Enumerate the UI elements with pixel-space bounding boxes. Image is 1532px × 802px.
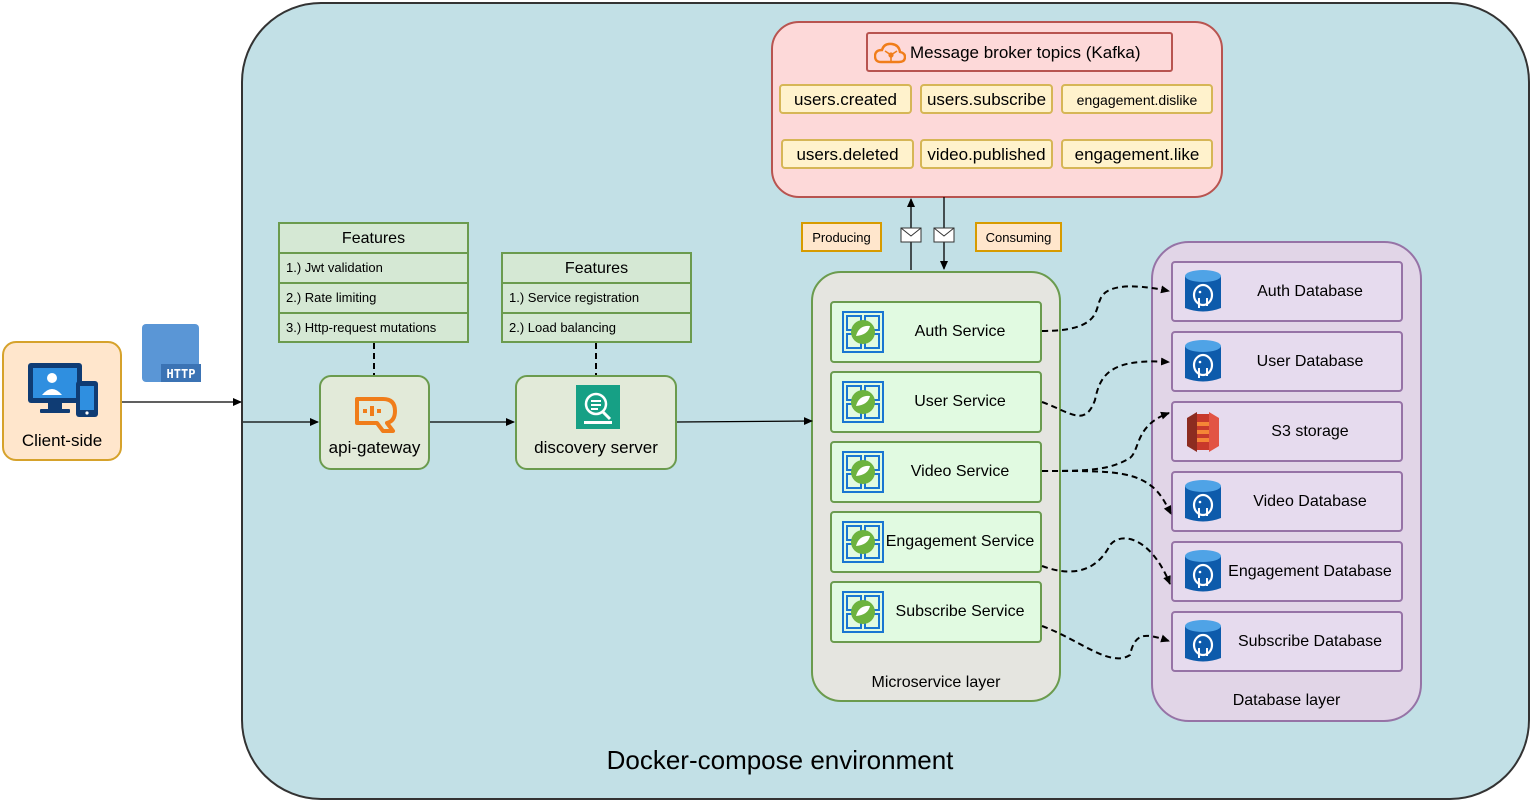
discovery-features-title: Features	[503, 254, 690, 284]
consuming-label: Consuming	[975, 222, 1062, 252]
topic-engagement-dislike: engagement.dislike	[1061, 84, 1213, 114]
api-gateway-node[interactable]: api-gateway	[319, 375, 430, 470]
video-database-node[interactable]: Video Database	[1171, 471, 1403, 532]
postgres-icon	[1185, 550, 1221, 592]
subscribe-service-label: Subscribe Service	[895, 603, 1025, 620]
engagement-database-label: Engagement Database	[1228, 563, 1392, 580]
client-side-label: Client-side	[21, 431, 103, 450]
s3-icon	[1187, 412, 1219, 452]
message-broker-title-box: Message broker topics (Kafka)	[866, 32, 1173, 72]
discovery-feature-item: 2.) Load balancing	[509, 320, 616, 335]
auth-database-label: Auth Database	[1257, 283, 1363, 300]
http-icon: HTTP	[141, 324, 201, 384]
discovery-features-table: Features 1.) Service registration 2.) Lo…	[501, 252, 692, 343]
user-service-label: User Service	[914, 393, 1006, 410]
auth-database-node[interactable]: Auth Database	[1171, 261, 1403, 322]
topic-users-subscribe: users.subscribe	[920, 84, 1053, 114]
http-icon-text: HTTP	[167, 367, 196, 381]
spring-service-icon	[842, 521, 884, 563]
discovery-server-label: discovery server	[534, 438, 658, 457]
spring-service-icon	[842, 381, 884, 423]
spring-service-icon	[842, 451, 884, 493]
spring-service-icon	[842, 591, 884, 633]
topic-users-deleted: users.deleted	[781, 139, 914, 169]
api-gateway-label: api-gateway	[328, 438, 421, 457]
subscribe-database-label: Subscribe Database	[1237, 633, 1383, 650]
video-service-node[interactable]: Video Service	[830, 441, 1042, 503]
message-broker-title: Message broker topics (Kafka)	[910, 43, 1141, 62]
subscribe-database-node[interactable]: Subscribe Database	[1171, 611, 1403, 672]
user-service-node[interactable]: User Service	[830, 371, 1042, 433]
auth-service-node[interactable]: Auth Service	[830, 301, 1042, 363]
video-service-label: Video Service	[910, 463, 1010, 480]
producing-label: Producing	[801, 222, 882, 252]
kafka-cloud-icon	[874, 42, 906, 64]
client-side-node[interactable]: Client-side	[2, 341, 122, 461]
devices-icon	[28, 363, 98, 417]
gateway-feature-item: 2.) Rate limiting	[280, 284, 467, 314]
auth-service-label: Auth Service	[914, 323, 1006, 340]
s3-storage-node[interactable]: S3 storage	[1171, 401, 1403, 462]
gateway-features-table: Features 1.) Jwt validation 2.) Rate lim…	[278, 222, 469, 343]
topic-users-created: users.created	[779, 84, 912, 114]
spring-service-icon	[842, 311, 884, 353]
topic-engagement-like: engagement.like	[1061, 139, 1213, 169]
postgres-icon	[1185, 340, 1221, 382]
discovery-feature-item: 1.) Service registration	[503, 284, 690, 314]
engagement-service-label: Engagement Service	[885, 533, 1035, 550]
database-layer-label: Database layer	[1232, 692, 1341, 709]
user-database-label: User Database	[1256, 353, 1364, 370]
discovery-server-node[interactable]: discovery server	[515, 375, 677, 470]
s3-storage-label: S3 storage	[1271, 423, 1349, 440]
api-gateway-icon	[355, 397, 397, 433]
microservice-layer-label: Microservice layer	[871, 674, 1001, 691]
video-database-label: Video Database	[1253, 493, 1367, 510]
gateway-feature-item: 1.) Jwt validation	[280, 254, 467, 284]
gateway-feature-item: 3.) Http-request mutations	[286, 320, 437, 335]
topic-video-published: video.published	[920, 139, 1053, 169]
postgres-icon	[1185, 480, 1221, 522]
docker-compose-label: Docker-compose environment	[606, 745, 954, 775]
engagement-service-node[interactable]: Engagement Service	[830, 511, 1042, 573]
postgres-icon	[1185, 620, 1221, 662]
discovery-icon	[576, 385, 620, 429]
gateway-features-title: Features	[280, 224, 467, 254]
engagement-database-node[interactable]: Engagement Database	[1171, 541, 1403, 602]
subscribe-service-node[interactable]: Subscribe Service	[830, 581, 1042, 643]
postgres-icon	[1185, 270, 1221, 312]
user-database-node[interactable]: User Database	[1171, 331, 1403, 392]
